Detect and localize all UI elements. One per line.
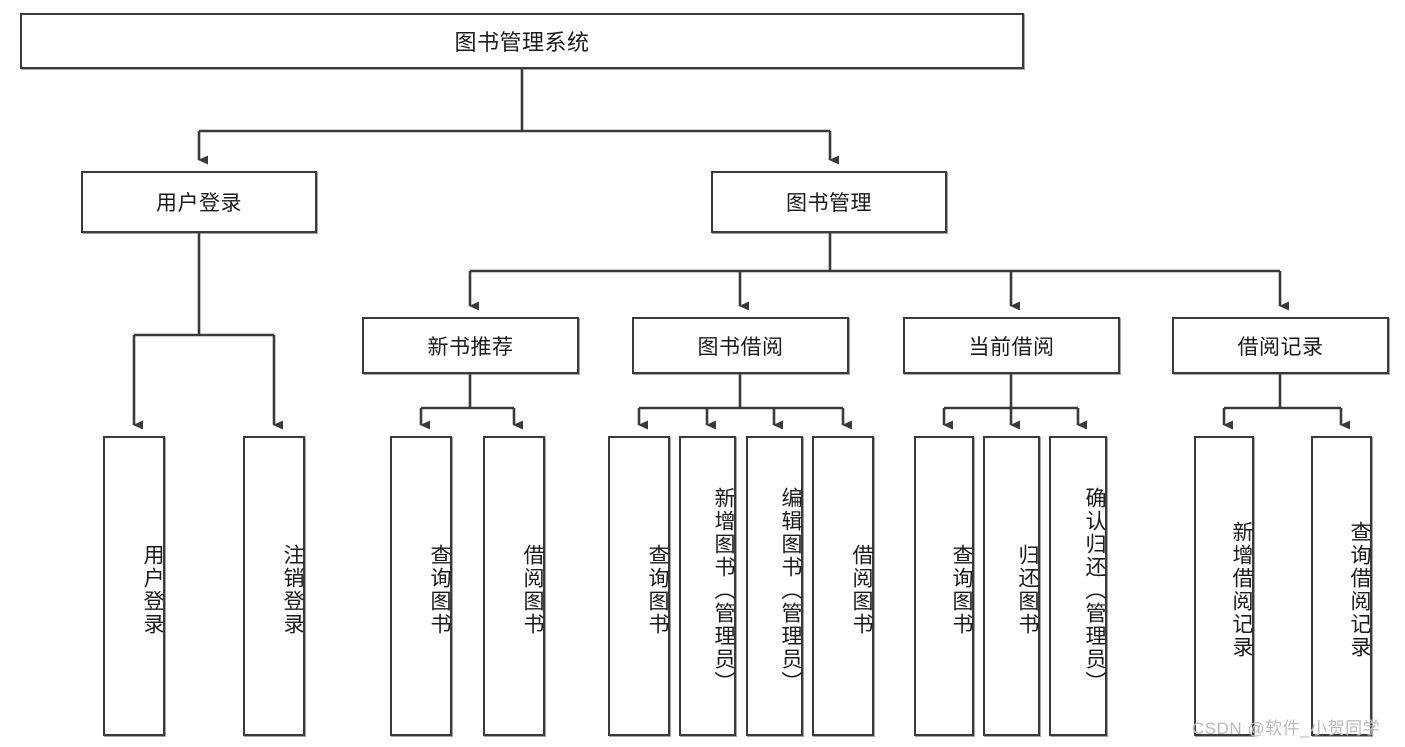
node-leaf-add-book[interactable]: 新增图书（管理员）	[679, 436, 736, 736]
node-leaf-query-book-3[interactable]: 查询图书	[914, 436, 974, 736]
node-label: 查询借阅记录	[1348, 521, 1371, 659]
node-leaf-user-logout[interactable]: 注销登录	[243, 436, 305, 736]
csdn-watermark: CSDN @软件_小贺同学	[1192, 719, 1381, 738]
node-leaf-confirm-return[interactable]: 确认归还（管理员）	[1049, 436, 1107, 736]
node-label: 当前借阅	[968, 335, 1055, 359]
node-label: 新增借阅记录	[1230, 521, 1253, 659]
node-label: 查询图书	[950, 544, 973, 636]
node-label: 用户登录	[141, 544, 164, 636]
node-leaf-borrow-book-1[interactable]: 借阅图书	[483, 436, 545, 736]
node-label: 图书管理系统	[454, 30, 590, 55]
node-label: 确认归还（管理员）	[1083, 486, 1106, 694]
node-leaf-query-book-1[interactable]: 查询图书	[390, 436, 452, 736]
node-label: 归还图书	[1016, 544, 1039, 636]
node-leaf-return-book[interactable]: 归还图书	[983, 436, 1040, 736]
node-user-login[interactable]: 用户登录	[81, 171, 317, 233]
node-book-borrow[interactable]: 图书借阅	[632, 317, 849, 374]
node-label: 用户登录	[156, 192, 242, 215]
node-borrow-record[interactable]: 借阅记录	[1172, 317, 1389, 374]
node-new-book-recommend[interactable]: 新书推荐	[362, 317, 579, 374]
node-leaf-query-record[interactable]: 查询借阅记录	[1311, 436, 1372, 736]
node-leaf-add-record[interactable]: 新增借阅记录	[1194, 436, 1254, 736]
node-label: 查询图书	[428, 544, 451, 636]
node-label: 新增图书（管理员）	[712, 486, 735, 694]
node-label: 图书管理	[786, 192, 872, 215]
node-label: 借阅图书	[521, 544, 544, 636]
node-leaf-query-book-2[interactable]: 查询图书	[608, 436, 670, 736]
node-book-manage[interactable]: 图书管理	[711, 171, 947, 233]
node-leaf-user-login[interactable]: 用户登录	[103, 436, 165, 736]
node-leaf-edit-book[interactable]: 编辑图书（管理员）	[746, 436, 803, 736]
node-label: 新书推荐	[427, 335, 514, 359]
node-label: 借阅记录	[1237, 335, 1324, 359]
node-label: 注销登录	[281, 544, 304, 636]
node-label: 借阅图书	[850, 544, 873, 636]
node-label: 查询图书	[646, 544, 669, 636]
node-root-system[interactable]: 图书管理系统	[20, 13, 1024, 69]
node-current-borrow[interactable]: 当前借阅	[903, 317, 1120, 374]
node-label: 图书借阅	[697, 335, 784, 359]
node-leaf-borrow-book-2[interactable]: 借阅图书	[812, 436, 874, 736]
node-label: 编辑图书（管理员）	[779, 486, 802, 694]
